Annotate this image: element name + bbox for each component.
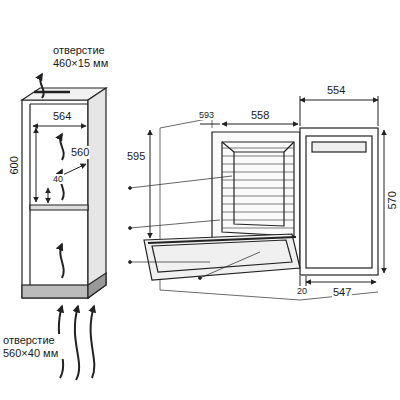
leader-lines (129, 176, 261, 280)
dimension-label: 547 (332, 286, 352, 299)
dimension-label: 595 (126, 150, 146, 163)
dimension-label: 570 (385, 190, 398, 210)
dimension-label: 564 (52, 110, 72, 123)
cabinet-dimensions (33, 126, 86, 203)
dimension-label: 554 (326, 84, 346, 97)
opening-note: отверстие 560×40 мм (2, 334, 66, 359)
dimension-label: 558 (250, 109, 270, 122)
opening-note: отверстие 460×15 мм (52, 44, 116, 69)
dimension-label: 560 (70, 146, 90, 159)
dimension-label: 40 (52, 174, 64, 184)
dimension-label: 600 (8, 155, 21, 175)
dimension-label: 20 (296, 286, 308, 296)
dimension-label: 593 (198, 110, 215, 120)
oven-dimensions (150, 96, 384, 286)
oven (144, 128, 378, 280)
cabinet (22, 88, 106, 298)
